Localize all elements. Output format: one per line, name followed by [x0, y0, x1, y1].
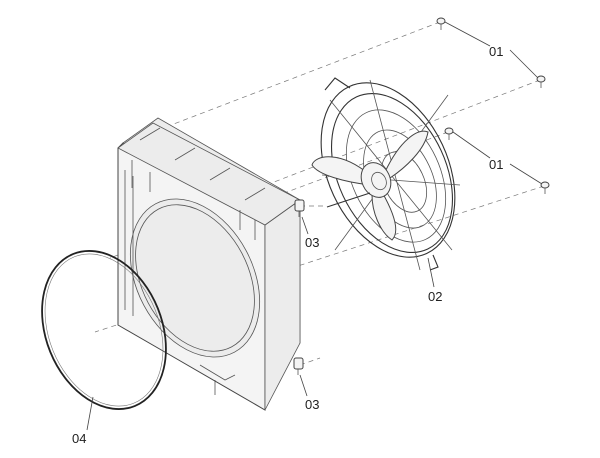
callout-clip-lower: 03: [305, 397, 319, 412]
callout-clip-upper: 03: [305, 235, 319, 250]
fan-housing: [117, 117, 301, 411]
leader-lines: [86, 21, 543, 431]
callout-screw-top: 01: [489, 44, 503, 59]
screw: [536, 75, 546, 88]
screw: [540, 181, 550, 194]
clip: [293, 357, 304, 375]
fan-blade: [371, 191, 397, 241]
fan-blade: [384, 130, 429, 179]
fan-assembly: [311, 77, 461, 271]
screw-group: [436, 17, 550, 194]
clip: [294, 199, 305, 217]
screw: [436, 17, 446, 30]
gasket-ring: [41, 250, 167, 410]
screw: [444, 127, 454, 140]
fan-blade: [311, 156, 371, 186]
callout-gasket: 04: [72, 431, 86, 446]
callout-screw-bottom: 01: [489, 157, 503, 172]
callout-fan-assembly: 02: [428, 289, 442, 304]
clip-group: [293, 199, 305, 375]
